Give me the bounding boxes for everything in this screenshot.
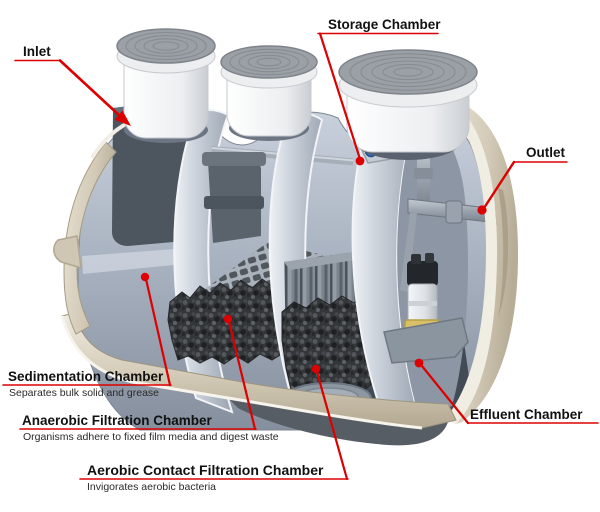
aerobic-sublabel: Invigorates aerobic bacteria bbox=[87, 481, 216, 493]
outlet-leader-line bbox=[482, 160, 516, 210]
lid-3-ring bbox=[382, 63, 434, 81]
anaerobic-pointer-dot bbox=[223, 314, 233, 324]
bottom-skirt-highlight bbox=[60, 315, 423, 430]
pump-head-knob2 bbox=[425, 253, 434, 263]
storage-label: Storage Chamber bbox=[328, 17, 441, 32]
chamber2-duct-top bbox=[202, 152, 266, 166]
pump-head bbox=[407, 261, 438, 286]
label-texts: Inlet Storage Chamber Outlet Sedimentati… bbox=[8, 17, 583, 493]
sedimentation-sublabel: Separates bulk solid and grease bbox=[9, 387, 159, 399]
tank-end-cap bbox=[436, 98, 519, 424]
pump-head-knob bbox=[411, 254, 421, 264]
lid-1-ring bbox=[143, 38, 189, 54]
inlet-label: Inlet bbox=[23, 44, 51, 59]
lid-1-ring bbox=[125, 31, 207, 61]
storage-pointer-dot bbox=[355, 156, 365, 166]
outlet-riser-coupling bbox=[414, 168, 433, 179]
lid-1-ring bbox=[134, 35, 198, 57]
annotations bbox=[2, 32, 599, 481]
inlet-leader-line bbox=[58, 59, 122, 118]
lid-3-top bbox=[338, 49, 478, 95]
chamber2-duct-collar bbox=[204, 196, 264, 209]
storage-leader-line bbox=[318, 32, 362, 161]
lid-3-ring bbox=[371, 60, 445, 84]
end-cap-cut-edge bbox=[436, 98, 497, 424]
lid-2-top bbox=[220, 45, 318, 79]
lid-2-ring bbox=[247, 54, 291, 70]
manhole-lid-3 bbox=[338, 49, 478, 108]
end-cap-shade bbox=[498, 188, 509, 318]
lid-3-ring bbox=[360, 56, 456, 88]
anaerobic-label: Anaerobic Filtration Chamber bbox=[22, 413, 213, 428]
sedimentation-leader-line bbox=[144, 277, 172, 387]
aerobic-pointer-dot bbox=[311, 364, 321, 374]
manhole-riser-1 bbox=[116, 28, 216, 139]
lid-3-ring bbox=[393, 67, 423, 77]
manhole-lid-2 bbox=[220, 45, 318, 89]
manhole-riser-2 bbox=[220, 45, 318, 137]
outlet-pointer-dot bbox=[477, 205, 487, 215]
end-cap-face bbox=[447, 98, 519, 424]
anaerobic-leader-line bbox=[227, 320, 257, 431]
effluent-chamber-region bbox=[356, 130, 504, 364]
lifting-lug bbox=[53, 235, 82, 270]
manhole-riser-3 bbox=[338, 49, 478, 153]
lid-1-ring bbox=[152, 41, 180, 51]
waterline-highlight bbox=[82, 247, 203, 274]
effluent-leader-line bbox=[420, 364, 470, 425]
pump-shelf bbox=[383, 317, 469, 364]
pump-band bbox=[408, 301, 437, 306]
aerobic-leader-line bbox=[315, 370, 349, 481]
bottom-underside-shadow bbox=[228, 398, 448, 446]
sedimentation-label: Sedimentation Chamber bbox=[8, 369, 164, 384]
sedimentation-pointer-dot bbox=[140, 272, 150, 282]
lid-2-ring bbox=[238, 51, 300, 73]
lid-2-ring bbox=[256, 57, 282, 67]
outlet-label: Outlet bbox=[526, 145, 566, 160]
pump-drop-pipe bbox=[400, 213, 417, 292]
effluent-pointer-dot bbox=[414, 358, 424, 368]
tank-bottom-skirt bbox=[60, 312, 457, 446]
lid-2-ring bbox=[229, 48, 309, 76]
lid-1-top bbox=[116, 28, 216, 64]
anaerobic-sublabel: Organisms adhere to fixed film media and… bbox=[23, 431, 279, 443]
lid-3-ring bbox=[349, 53, 467, 91]
inlet-arrowhead bbox=[114, 110, 131, 126]
outlet-collar bbox=[445, 200, 463, 224]
effluent-label: Effluent Chamber bbox=[470, 407, 583, 422]
aerobic-label: Aerobic Contact Filtration Chamber bbox=[87, 462, 324, 478]
manhole-lid-1 bbox=[116, 28, 216, 74]
left-rim-band bbox=[63, 141, 117, 335]
